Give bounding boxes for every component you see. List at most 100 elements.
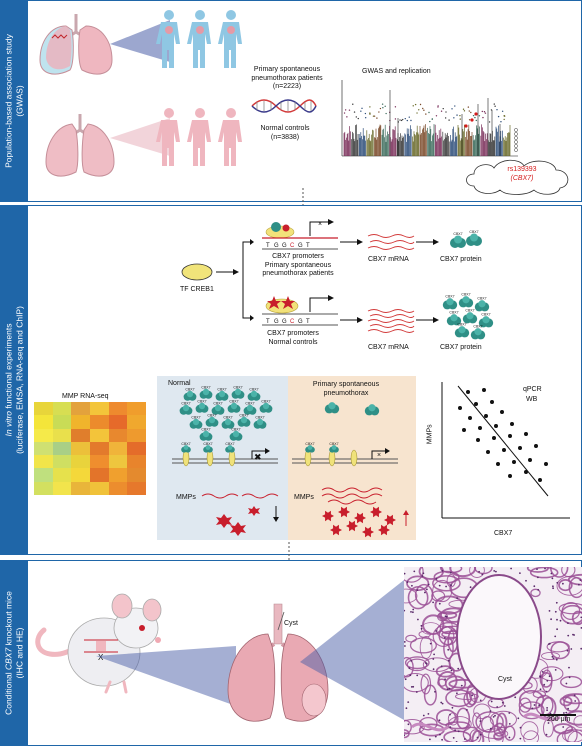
alveolus <box>409 637 437 654</box>
cbx7-protein-icon: CBX7 <box>478 313 494 328</box>
nucleus <box>531 707 534 710</box>
sequence-letter: T <box>266 243 270 249</box>
manhattan-marker <box>514 132 518 136</box>
control-figures <box>156 108 242 166</box>
nucleus <box>449 726 452 728</box>
manhattan-marker <box>514 144 518 148</box>
scatter-point <box>500 410 504 414</box>
scatter-point <box>528 458 532 462</box>
histology-image <box>404 567 582 742</box>
nucleus <box>479 699 482 702</box>
manhattan-chromosome <box>351 103 359 156</box>
scatter-point <box>458 406 462 410</box>
heatmap-cell <box>34 481 53 495</box>
manhattan-chromosome <box>465 106 473 156</box>
nucleus <box>450 584 452 587</box>
mmp-heatmap <box>34 402 146 495</box>
promoter-controls-label: CBX7 promoters Normal controls <box>248 330 338 347</box>
nucleus <box>533 585 536 588</box>
cbx7-protein-icon: CBX7 <box>259 399 273 413</box>
nucleus <box>545 690 548 693</box>
dna-icon <box>251 99 317 113</box>
nucleus <box>444 615 447 618</box>
nucleus <box>572 633 574 636</box>
nucleus <box>514 696 517 699</box>
nucleus <box>404 609 406 612</box>
cbx7-protein-icon: CBX7 <box>446 311 462 326</box>
cbx7-tag: CBX7 <box>213 401 222 405</box>
alveolus <box>561 567 576 578</box>
nucleus <box>549 712 552 715</box>
nucleus <box>432 601 434 604</box>
cbx7-tag: CBX7 <box>191 415 200 419</box>
cbx7-protein-icon <box>364 404 380 416</box>
scatter-point <box>476 438 480 442</box>
nucleus <box>404 678 407 681</box>
svg-text:✖: ✖ <box>254 452 262 462</box>
normal-label: Normal <box>168 380 191 387</box>
nucleus <box>421 575 424 577</box>
mmp-star <box>322 510 334 522</box>
cyst-pointer <box>277 611 285 631</box>
nucleus <box>546 709 548 712</box>
cbx7-tag: CBX7 <box>201 385 210 389</box>
histology-tissue <box>404 567 582 742</box>
nucleus <box>551 655 554 658</box>
alveolus <box>562 728 582 742</box>
nucleus <box>427 713 430 715</box>
mrna-bottom-icon <box>367 309 415 333</box>
scatter-point <box>512 460 516 464</box>
heatmap-cell <box>71 428 90 442</box>
nucleus <box>565 711 568 714</box>
mice-section-title: Conditional CBX7 knockout mice(IHC and H… <box>3 591 24 715</box>
scatter-point <box>486 450 490 454</box>
nucleus <box>552 657 555 660</box>
manhattan-chromosome <box>343 109 351 156</box>
invitro-section-title: In vitro functional experiments(lucifera… <box>3 306 24 454</box>
heatmap-cell <box>127 428 146 442</box>
nucleus <box>438 719 441 722</box>
heatmap-cell <box>127 455 146 469</box>
alveolus <box>444 675 467 692</box>
heatmap-cell <box>89 468 109 482</box>
mmp-star <box>346 520 358 532</box>
nucleus <box>479 720 482 722</box>
normal-mmp-signals <box>201 493 279 536</box>
nucleus <box>422 714 425 717</box>
nucleus <box>541 671 544 673</box>
mmp-star <box>338 506 350 518</box>
gwas-sidebar: Population-based association study(GWAS) <box>0 0 27 202</box>
alveolus <box>420 673 432 695</box>
nucleus <box>447 659 450 662</box>
alveolus <box>518 701 545 720</box>
nucleus <box>538 704 541 707</box>
nucleus <box>510 567 512 570</box>
protein-label-bottom: CBX7 protein <box>440 344 482 351</box>
nucleus <box>573 694 576 697</box>
nucleus <box>548 610 551 612</box>
heatmap-cell <box>52 468 72 482</box>
cbx7-tag: CBX7 <box>233 385 242 389</box>
alveolus <box>489 710 518 729</box>
arrow-promoter-to-mrna-bottom <box>340 317 363 323</box>
nucleus <box>551 577 554 580</box>
nucleus <box>493 570 496 572</box>
promoter-patients-line3: pneumothorax patients <box>262 270 334 277</box>
scatter-point <box>496 462 500 466</box>
nucleus <box>478 570 480 573</box>
heatmap-cell <box>127 441 146 456</box>
heatmap-cell <box>108 455 128 469</box>
cbx7-tag: CBX7 <box>217 387 226 391</box>
nucleus <box>434 690 436 693</box>
protein-label-top: CBX7 protein <box>440 256 482 263</box>
alveolus <box>560 604 582 625</box>
controls-label-line1: Normal controls <box>260 125 310 132</box>
nucleus <box>546 707 548 709</box>
nucleus <box>563 712 565 714</box>
cbx7-protein-icon: CBX7 <box>227 399 241 413</box>
nucleus <box>412 608 415 611</box>
manhattan-chromosome <box>419 103 427 156</box>
patient-figures <box>156 10 242 68</box>
alveolus <box>496 712 508 734</box>
scatter-point <box>474 402 478 406</box>
